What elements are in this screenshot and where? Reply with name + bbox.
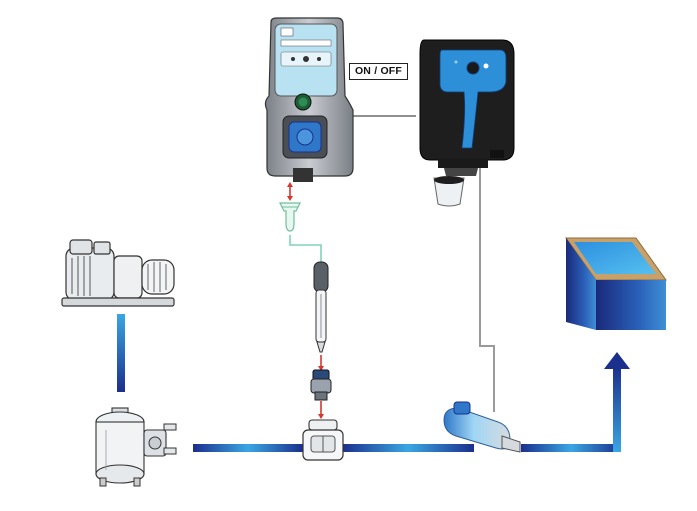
dosing-cup-icon [433,176,465,207]
pool-icon [565,237,667,330]
pipe-pump-to-filter [117,314,125,392]
dosing-controller-icon [264,17,354,182]
control-to-cell-cable [479,160,495,412]
probe-icon [313,261,329,353]
link-arrow-down-2 [318,366,324,371]
probe-connector-icon [279,202,301,232]
probe-holder-icon [310,369,332,401]
flow-arrow-head [604,352,630,369]
pipe-up-to-pool [613,366,621,452]
pipe-filter-to-saddle [193,444,303,452]
electrolysis-cell-icon [443,401,521,453]
on-off-label: ON / OFF [349,63,408,80]
link-arrow-down-1 [287,196,293,201]
pipe-saddle-to-cell [342,444,474,452]
pipe-network [117,314,630,452]
chlorinator-control-box-icon [419,39,515,176]
link-arrow-down-3 [318,414,324,419]
link-arrow-up-1 [287,182,293,187]
sand-filter-icon [95,407,177,487]
injection-saddle-icon [302,419,344,461]
pump-icon [61,239,175,307]
pipe-cell-to-bend [521,444,621,452]
probe-cable-tube [289,235,322,262]
